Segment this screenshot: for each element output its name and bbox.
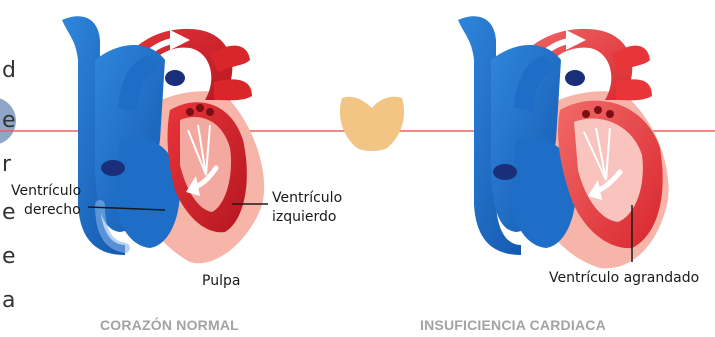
valve-dot — [101, 160, 125, 176]
normal-heart — [62, 16, 268, 263]
failing-heart — [458, 16, 669, 268]
caption-heart-failure: INSUFICIENCIA CARDIACA — [420, 317, 606, 333]
label-right-ventricle-line1: Ventrículo — [11, 182, 81, 201]
caption-normal-heart: CORAZÓN NORMAL — [100, 317, 239, 333]
label-right-ventricle-line2: derecho — [24, 201, 81, 220]
cropped-text-fragment: d — [2, 58, 16, 84]
cropped-text-fragment: a — [2, 288, 15, 314]
cropped-text-fragment: r — [2, 152, 11, 178]
cropped-text-fragment: e — [2, 200, 16, 226]
cropped-text-fragment: e — [2, 108, 16, 134]
label-enlarged-ventricle: Ventrículo agrandado — [549, 269, 699, 288]
label-left-ventricle-line1: Ventrículo — [272, 189, 342, 208]
label-pulp: Pulpa — [202, 272, 240, 291]
cropped-text-fragment: e — [2, 244, 16, 270]
center-heart-icon — [340, 97, 404, 151]
label-left-ventricle-line2: izquierdo — [272, 208, 336, 227]
